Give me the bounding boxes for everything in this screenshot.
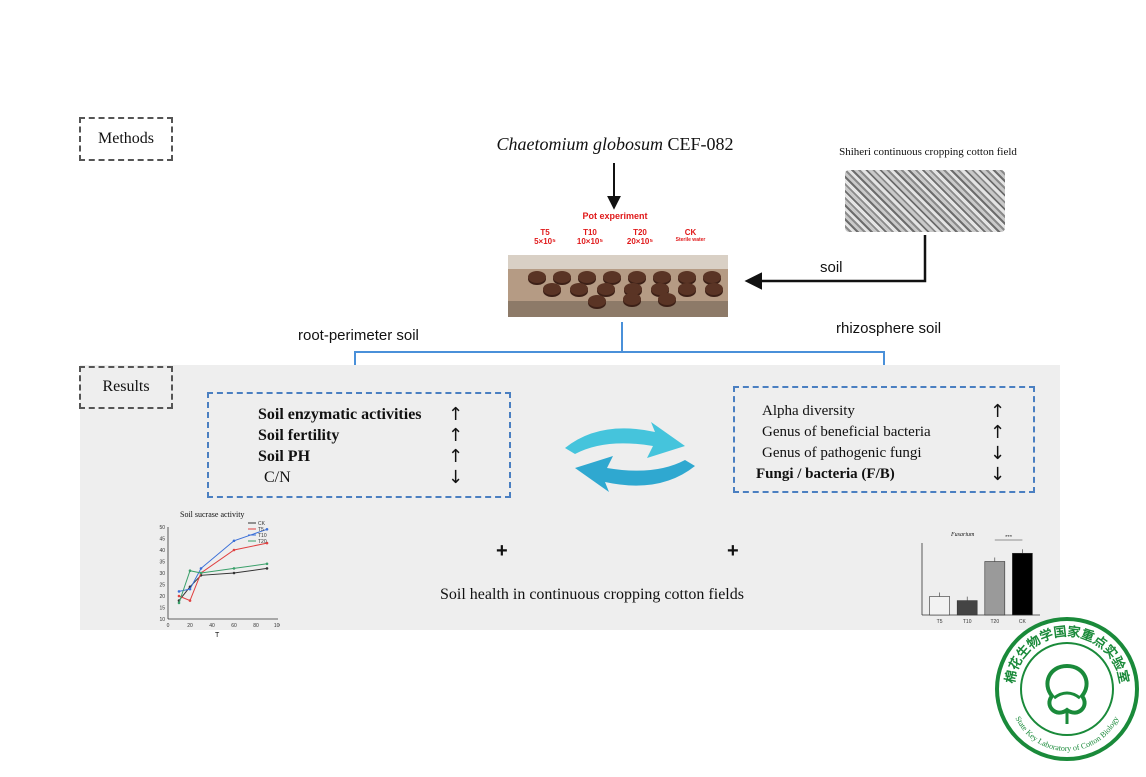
- rhizosphere-results-box: [733, 386, 1035, 493]
- results-section-label: [79, 366, 173, 409]
- line-chart-xlabel: T: [215, 632, 220, 639]
- line-chart-ytick: 15: [159, 606, 165, 612]
- conclusion-text: Soil health in continuous cropping cotto…: [440, 586, 744, 603]
- line-chart-xtick: 0: [167, 623, 170, 629]
- field-label: Shiheri continuous cropping cotton field: [839, 146, 1017, 158]
- line-point-t10: [232, 539, 236, 543]
- left-item-3: Soil PH↑: [258, 446, 464, 467]
- soil-arrow: [744, 235, 927, 290]
- line-point-t20: [199, 571, 203, 575]
- plus-sign-left: +: [496, 540, 508, 562]
- line-chart-xtick: 80: [253, 623, 259, 629]
- line-chart-ytick: 40: [159, 548, 165, 554]
- bar-t10: [956, 600, 978, 616]
- right-item-1: Alpha diversity↑: [762, 401, 1006, 422]
- line-point-t20: [265, 562, 269, 566]
- line-chart-ytick: 25: [159, 583, 165, 589]
- bar-t5: [929, 596, 950, 616]
- legend-label-t10: T10: [258, 533, 267, 539]
- fungus-title: Chaetomium globosum CEF-082: [480, 134, 750, 155]
- legend-label-t5: T5: [258, 527, 264, 533]
- line-series-t10: [178, 528, 268, 592]
- branch-label-left: root-perimeter soil: [298, 327, 419, 344]
- line-point-t10: [199, 567, 203, 570]
- methods-section-label: [79, 117, 173, 161]
- bar-label-t10: T10: [963, 619, 972, 625]
- line-point-t5: [232, 548, 236, 552]
- line-point-t10: [265, 528, 269, 531]
- right-results-list: Alpha diversity↑ Genus of beneficial bac…: [756, 401, 1022, 485]
- branch-label-right: rhizosphere soil: [836, 320, 942, 337]
- fusarium-bar-chart: T5 T10 T20 CK ***: [921, 535, 1040, 625]
- line-point-ck: [232, 571, 236, 575]
- right-item-2: Genus of beneficial bacteria↑: [762, 422, 1006, 443]
- line-point-t5: [265, 541, 269, 545]
- line-chart-xtick: 40: [209, 623, 215, 629]
- line-chart-ytick: 10: [159, 617, 165, 623]
- plus-sign-right: +: [727, 540, 739, 562]
- legend-label-ck: CK: [258, 521, 266, 527]
- line-series-t5: [178, 542, 268, 602]
- left-item-2: Soil fertility↑: [258, 425, 464, 446]
- line-chart-ytick: 20: [159, 594, 165, 600]
- bar-t20: [984, 561, 1006, 616]
- line-point-ck: [265, 567, 269, 570]
- right-item-4: Fungi / bacteria (F/B)↓: [756, 464, 1006, 485]
- line-chart-xtick: 100: [274, 623, 280, 629]
- methods-label: Methods: [98, 130, 154, 147]
- line-chart-xtick: 60: [231, 623, 237, 629]
- line-chart-ytick: 50: [159, 525, 165, 531]
- line-point-t10: [177, 590, 181, 593]
- right-item-3: Genus of pathogenic fungi↓: [762, 443, 1006, 464]
- root-perimeter-results-box: [207, 392, 511, 498]
- legend-label-t20: T20: [258, 539, 267, 545]
- line-point-t20: [177, 601, 181, 605]
- cycle-arrows-icon: [565, 422, 695, 492]
- line-chart-title: Soil sucrase activity: [180, 510, 245, 519]
- line-point-t5: [188, 599, 192, 602]
- line-point-t20: [188, 569, 192, 572]
- left-results-list: Soil enzymatic activities↑ Soil fertilit…: [258, 404, 478, 488]
- left-item-1: Soil enzymatic activities↑: [258, 404, 464, 425]
- cotton-field-photo: [845, 170, 1005, 232]
- line-point-t20: [232, 567, 236, 570]
- line-series-t20: [178, 563, 268, 604]
- fungus-species: Chaetomium globosum: [496, 134, 663, 154]
- soil-label: soil: [820, 259, 843, 276]
- bar-label-ck: CK: [1019, 619, 1027, 625]
- bar-chart-title: Fusarium: [951, 532, 975, 538]
- pot-experiment-photo: [508, 255, 728, 317]
- line-point-t5: [177, 594, 181, 598]
- bar-ck: [1012, 552, 1033, 616]
- results-label: Results: [102, 378, 150, 395]
- line-chart-ytick: 30: [159, 571, 165, 577]
- pot-experiment-title: Pot experiment: [582, 211, 648, 221]
- line-chart-ytick: 45: [159, 537, 165, 543]
- line-chart-xtick: 20: [187, 623, 193, 629]
- left-item-4: C/N↓: [264, 467, 464, 488]
- bar-label-t20: T20: [990, 619, 999, 625]
- line-point-t10: [188, 587, 192, 591]
- fungus-strain: CEF-082: [662, 134, 734, 154]
- line-chart-ytick: 35: [159, 560, 165, 566]
- bar-label-t5: T5: [937, 619, 943, 625]
- significance-label: ***: [1005, 535, 1013, 541]
